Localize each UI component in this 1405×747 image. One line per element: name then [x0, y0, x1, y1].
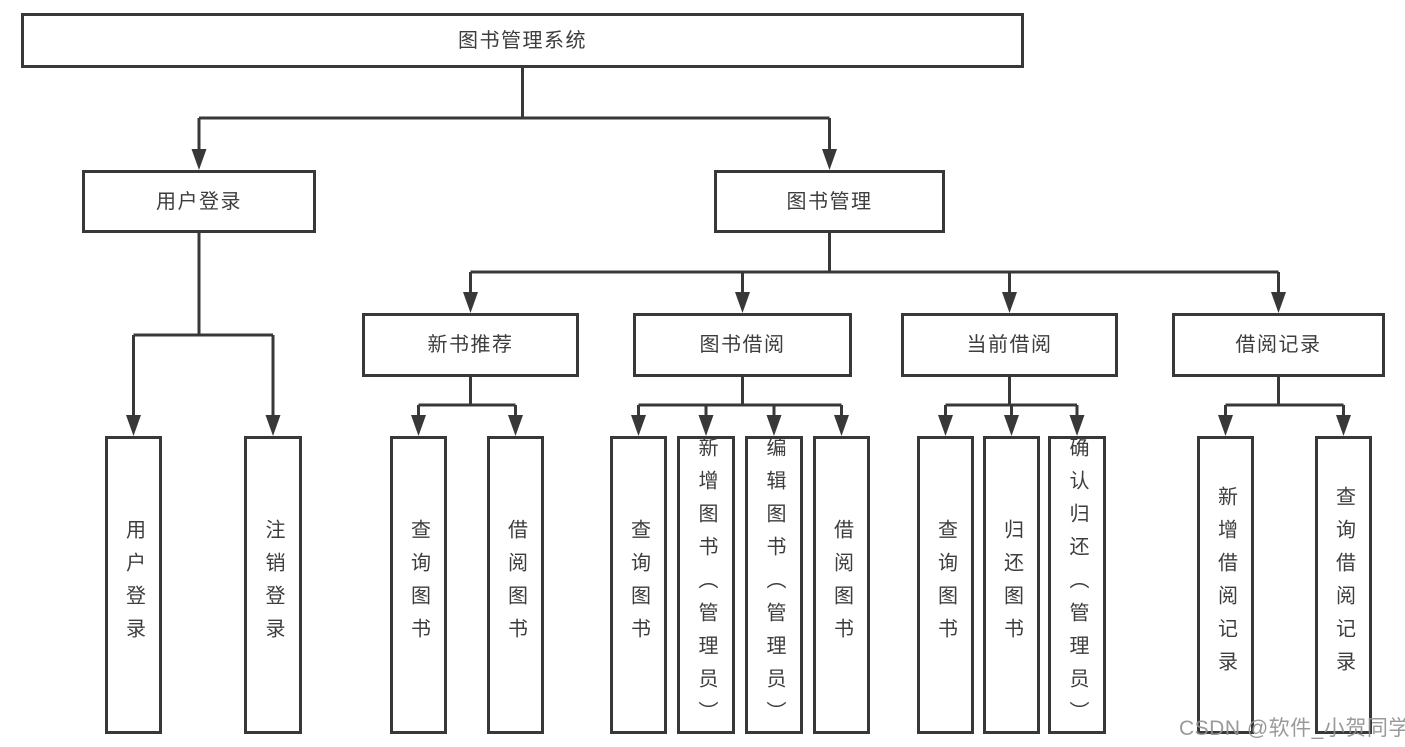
leaf-label: 确认归还（管理员）: [1066, 436, 1088, 734]
leaf-label: 用户登录: [122, 519, 145, 651]
leaf-label: 借阅图书: [504, 519, 527, 651]
node-label: 图书借阅: [699, 334, 786, 356]
node-book-borrow: 图书借阅: [633, 313, 852, 377]
node-label: 新书推荐: [427, 334, 514, 356]
node-current-borrow: 当前借阅: [901, 313, 1118, 377]
leaf-borrow-book-recommend: 借阅图书: [487, 436, 544, 734]
leaf-query-book-current: 查询图书: [917, 436, 974, 734]
arrowheads: [126, 149, 1351, 436]
csdn-watermark: CSDN @软件_小贺同学: [1179, 717, 1405, 740]
leaf-label: 归还图书: [1000, 519, 1023, 651]
leaf-query-book-borrow: 查询图书: [610, 436, 667, 734]
node-root-system: 图书管理系统: [21, 13, 1024, 68]
leaf-label: 查询图书: [627, 519, 650, 651]
leaf-query-book-recommend: 查询图书: [390, 436, 447, 734]
leaf-confirm-return-admin: 确认归还（管理员）: [1048, 436, 1106, 734]
leaf-borrow-book: 借阅图书: [813, 436, 870, 734]
leaf-add-book-admin: 新增图书（管理员）: [677, 436, 735, 734]
leaf-label: 查询图书: [407, 519, 430, 651]
leaf-label: 查询借阅记录: [1332, 486, 1355, 684]
node-label: 图书管理系统: [458, 29, 587, 52]
leaf-label: 借阅图书: [830, 519, 853, 651]
node-label: 图书管理: [786, 190, 873, 213]
leaf-return-book: 归还图书: [983, 436, 1040, 734]
node-book-management-module: 图书管理: [714, 170, 945, 233]
node-user-login-module: 用户登录: [82, 170, 316, 233]
leaf-label: 查询图书: [934, 519, 957, 651]
node-label: 用户登录: [156, 190, 242, 213]
leaf-label: 新增图书（管理员）: [695, 436, 717, 734]
leaf-query-borrow-record: 查询借阅记录: [1315, 436, 1372, 734]
leaf-edit-book-admin: 编辑图书（管理员）: [745, 436, 803, 734]
leaf-label: 新增借阅记录: [1214, 486, 1237, 684]
leaf-label: 注销登录: [262, 519, 284, 651]
leaf-logout: 注销登录: [244, 436, 302, 734]
node-new-book-recommend: 新书推荐: [362, 313, 579, 377]
node-label: 借阅记录: [1235, 334, 1322, 356]
leaf-label: 编辑图书（管理员）: [763, 436, 785, 734]
leaf-add-borrow-record: 新增借阅记录: [1197, 436, 1254, 734]
node-label: 当前借阅: [966, 334, 1053, 356]
leaf-user-login: 用户登录: [105, 436, 162, 734]
node-borrow-record: 借阅记录: [1172, 313, 1385, 377]
